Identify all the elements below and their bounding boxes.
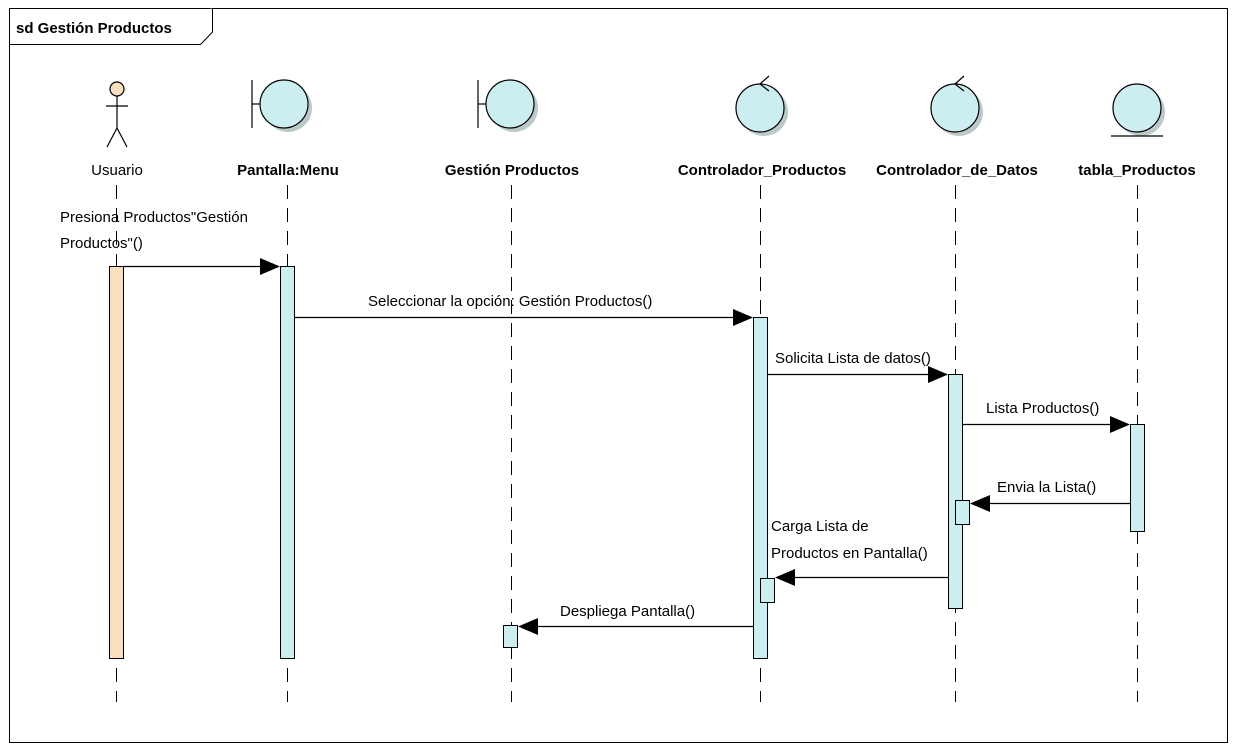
lifeline-label-usuario: Usuario — [91, 162, 143, 179]
activation-tabla-productos — [1130, 424, 1145, 532]
message-label-despliega: Despliega Pantalla() — [560, 603, 695, 620]
arrow-despliega — [518, 618, 753, 635]
lifeline-label-gestion-productos: Gestión Productos — [445, 162, 579, 179]
activation-controlador-productos — [753, 317, 768, 659]
activation-controlador-de-datos — [948, 374, 963, 609]
arrow-solicita — [767, 366, 948, 383]
lifeline-label-pantalla-menu: Pantalla:Menu — [237, 162, 339, 179]
frame-title: sd Gestión Productos — [16, 20, 172, 37]
arrow-presiona — [123, 258, 280, 275]
activation-carga-return — [760, 578, 775, 603]
actor-icon — [106, 81, 128, 148]
arrow-seleccionar — [294, 309, 753, 326]
message-label-presiona: Presiona Productos"Gestión Productos"() — [60, 209, 252, 252]
frame-title-tab — [9, 8, 213, 45]
activation-gestion-productos — [503, 625, 518, 648]
diagram-frame — [9, 8, 1228, 743]
arrow-lista — [962, 416, 1130, 433]
boundary-icon — [251, 79, 312, 132]
message-label-envia: Envia la Lista() — [997, 479, 1096, 496]
message-label-seleccionar: Seleccionar la opción: Gestión Productos… — [368, 293, 652, 310]
control-icon — [930, 75, 983, 136]
arrow-envia — [970, 495, 1130, 512]
lifeline-label-tabla-productos: tabla_Productos — [1078, 162, 1196, 179]
arrow-carga — [775, 569, 948, 586]
entity-icon — [1111, 83, 1165, 137]
activation-pantalla-menu — [280, 266, 295, 659]
message-label-solicita: Solicita Lista de datos() — [775, 350, 931, 367]
activation-usuario — [109, 266, 124, 659]
boundary-icon — [477, 79, 538, 132]
control-icon — [735, 75, 788, 136]
message-label-carga: Carga Lista de Productos en Pantalla() — [771, 518, 928, 562]
activation-envia-return — [955, 500, 970, 525]
message-label-lista: Lista Productos() — [986, 400, 1099, 417]
lifeline-label-controlador-de-datos: Controlador_de_Datos — [876, 162, 1038, 179]
lifeline-label-controlador-productos: Controlador_Productos — [678, 162, 846, 179]
